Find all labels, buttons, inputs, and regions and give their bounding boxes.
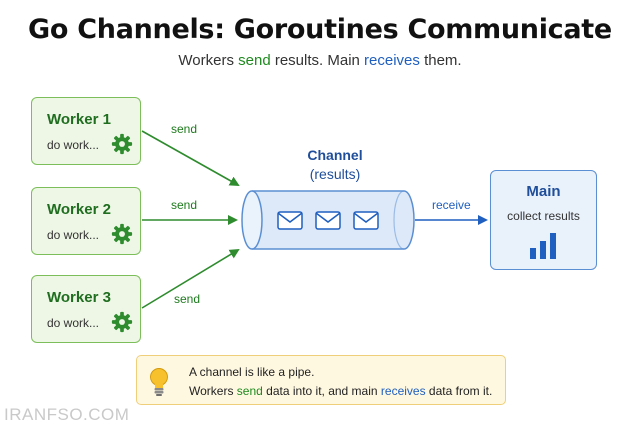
subtitle-part1: Workers — [178, 52, 239, 69]
send-arrow-3 — [141, 248, 240, 309]
bar-chart-icon — [530, 233, 556, 259]
worker-task: do work... — [47, 138, 100, 152]
subtitle-send-word: send — [238, 52, 271, 69]
envelope-icon — [315, 211, 341, 230]
watermark: IRANFSO.COM — [4, 405, 130, 424]
worker-3-box: Worker 3 do work... — [31, 275, 141, 343]
note-line2-a: Workers — [189, 384, 237, 398]
page-subtitle: Workers send results. Main receives them… — [0, 52, 640, 69]
send-label-3: send — [174, 292, 201, 306]
note-send-word: send — [236, 384, 263, 398]
envelope-icon — [277, 211, 303, 230]
gear-icon — [111, 223, 133, 245]
worker-name: Worker 1 — [47, 111, 111, 128]
send-label-2: send — [171, 198, 198, 212]
note-line-1: A channel is like a pipe. — [189, 365, 315, 379]
note-line2-b: data into it, and main — [262, 384, 381, 398]
worker-name: Worker 2 — [47, 201, 111, 218]
subtitle-part3: them. — [419, 52, 462, 69]
main-box: Main collect results — [490, 170, 597, 270]
lightbulb-icon — [150, 368, 168, 396]
subtitle-part2: results. Main — [270, 52, 365, 69]
note-receives-word: receives — [380, 384, 426, 398]
send-arrow-1 — [141, 130, 240, 186]
worker-1-box: Worker 1 do work... — [31, 97, 141, 165]
worker-2-box: Worker 2 do work... — [31, 187, 141, 255]
subtitle-receives-word: receives — [364, 52, 420, 69]
receive-label: receive — [432, 198, 471, 212]
worker-name: Worker 3 — [47, 289, 111, 306]
channel-subtitle: (results) — [309, 166, 361, 182]
main-title: Main — [526, 183, 561, 200]
gear-icon — [111, 133, 133, 155]
note-line2-c: data from it. — [425, 384, 493, 398]
main-subtitle: collect results — [507, 209, 580, 223]
channel-title: Channel — [307, 147, 363, 163]
send-label-1: send — [171, 122, 198, 136]
note-line-2: Workers send data into it, and main rece… — [189, 384, 492, 398]
worker-task: do work... — [47, 316, 100, 330]
page-title: Go Channels: Goroutines Communicate — [28, 14, 612, 45]
worker-task: do work... — [47, 228, 100, 242]
envelope-icon — [353, 211, 379, 230]
gear-icon — [111, 311, 133, 333]
info-note: A channel is like a pipe. Workers send d… — [136, 355, 506, 405]
